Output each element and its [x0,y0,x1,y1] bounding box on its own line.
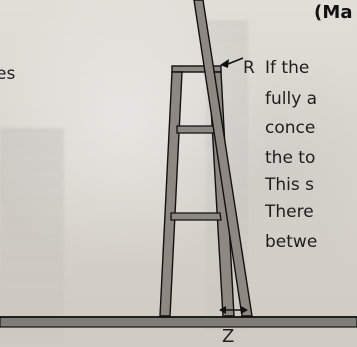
body-line-3: conce [265,118,316,138]
support-pole [193,0,253,317]
distance-arrow-right [241,306,248,314]
distance-label-z: Z [222,326,235,347]
body-line-4: the to [265,148,316,168]
background-shadow-left [0,128,64,338]
distance-arrow-left [219,306,226,314]
body-line-2: fully a [265,89,318,109]
pointer-line [227,57,244,65]
body-line-7: betwe [265,232,318,252]
ladder-left-rail [159,71,183,317]
left-edge-text: es [0,64,16,84]
pointer-arrowhead [220,59,229,68]
body-line-5: This s [265,175,314,195]
body-line-1: If the [265,58,310,78]
floor-strip [0,316,357,328]
ladder-top-bar [171,65,222,73]
ladder-upper-rung [176,125,217,134]
ladder-lower-rung [170,212,222,221]
section-heading: (Ma [314,2,353,23]
body-line-6: There [265,202,314,222]
point-label-r: R [243,58,255,78]
